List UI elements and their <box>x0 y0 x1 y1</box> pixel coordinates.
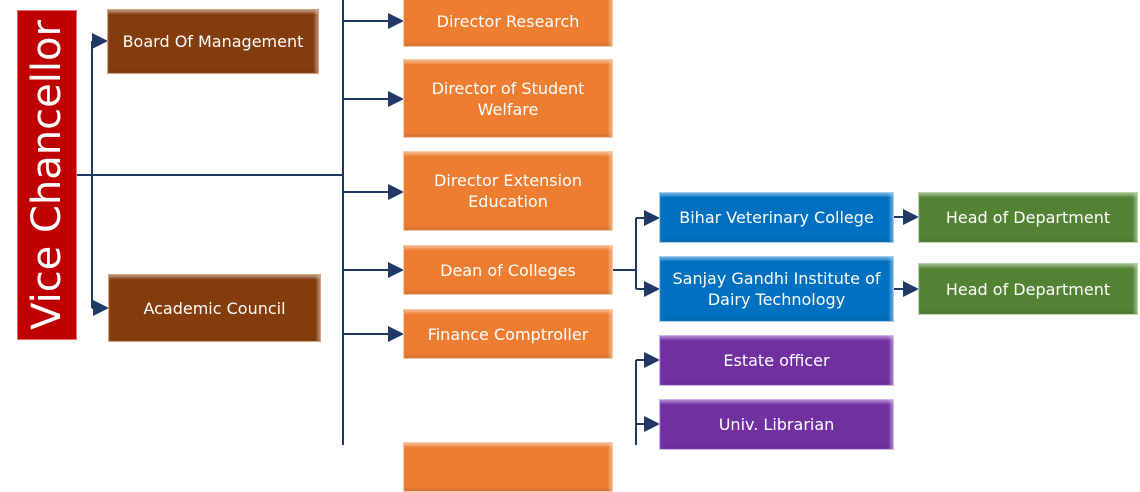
univ-librarian-box: Univ. Librarian <box>659 399 894 450</box>
head-of-department-box: Head of Department <box>918 192 1138 243</box>
bihar-veterinary-college-box: Bihar Veterinary College <box>659 192 894 243</box>
dean-of-colleges-box: Dean of Colleges <box>403 245 613 295</box>
director-extension-education-box: Director Extension Education <box>403 151 613 231</box>
estate-officer-box: Estate officer <box>659 335 894 386</box>
sanjay-gandhi-institute-box: Sanjay Gandhi Institute of Dairy Technol… <box>659 256 894 322</box>
connectors <box>77 0 919 445</box>
orange-box-partial <box>403 442 613 492</box>
vice-chancellor-box: Vice Chancellor <box>17 10 77 340</box>
academic-council-box: Academic Council <box>108 274 321 342</box>
board-of-management-box: Board Of Management <box>107 9 319 74</box>
vice-chancellor-label: Vice Chancellor <box>24 20 70 330</box>
head-of-department-box: Head of Department <box>918 263 1138 315</box>
director-student-welfare-box: Director of Student Welfare <box>403 59 613 138</box>
finance-comptroller-box: Finance Comptroller <box>403 309 613 359</box>
director-research-box: Director Research <box>403 0 613 47</box>
